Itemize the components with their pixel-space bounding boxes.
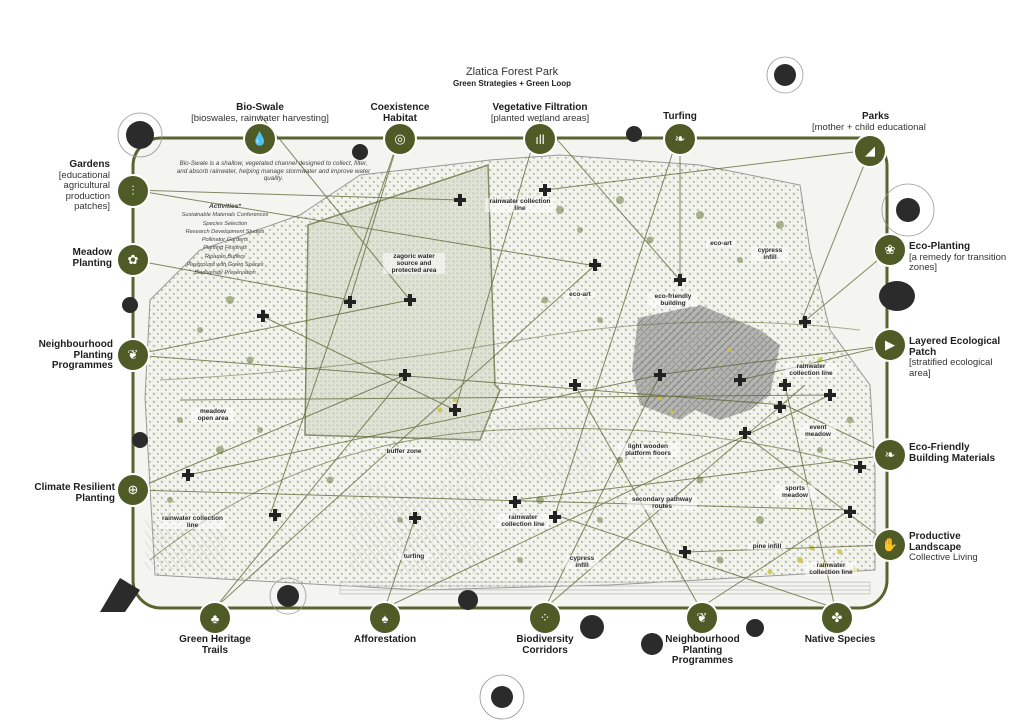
- label-eco-planting: Eco-Planting[a remedy for transition zon…: [909, 241, 1007, 273]
- intervention-marker: [589, 259, 601, 271]
- intervention-marker: [844, 506, 856, 518]
- intervention-marker: [824, 389, 836, 401]
- bioswale-description: Bio-Swale is a shallow, vegetated channe…: [176, 160, 371, 183]
- activity-item: Pollinator Gardens: [201, 237, 249, 244]
- intervention-marker: [674, 274, 686, 286]
- leaf-icon[interactable]: ❧: [665, 124, 695, 154]
- globe-icon[interactable]: ⊕: [118, 475, 148, 505]
- map-label: buffer zone: [386, 448, 422, 455]
- map-label: turfing: [398, 553, 430, 560]
- intervention-marker: [734, 374, 746, 386]
- tree-location-icon[interactable]: ♣: [200, 603, 230, 633]
- triangle-icon[interactable]: ▶: [875, 330, 905, 360]
- intervention-marker: [549, 511, 561, 523]
- map-label: rainwater collection line: [497, 514, 549, 528]
- label-gardens: Gardens[educational agricultural product…: [58, 159, 110, 212]
- activities-heading: Activities*: [209, 203, 241, 210]
- intervention-marker: [739, 427, 751, 439]
- intervention-marker: [449, 404, 461, 416]
- map-label: cypress infill: [752, 247, 788, 261]
- intervention-marker: [539, 184, 551, 196]
- leaf-icon[interactable]: ◢: [855, 136, 885, 166]
- water-drop-icon[interactable]: 💧: [245, 124, 275, 154]
- map-label: rainwater collection line: [485, 198, 555, 212]
- activity-item: Playground with Green Spaces: [186, 262, 264, 269]
- hand-icon[interactable]: ✋: [875, 530, 905, 560]
- map-label: sports meadow: [775, 485, 815, 499]
- intervention-marker: [679, 546, 691, 558]
- intervention-marker: [569, 379, 581, 391]
- intervention-marker: [509, 496, 521, 508]
- map-label: meadow open area: [192, 408, 234, 422]
- interlocking-rings-icon[interactable]: ◎: [385, 124, 415, 154]
- activity-item: Planting Festivals: [203, 245, 247, 252]
- activity-item: Sustainable Materials Conferences: [181, 212, 269, 219]
- intervention-marker: [404, 294, 416, 306]
- hand-leaf-icon[interactable]: ❧: [875, 440, 905, 470]
- intervention-marker: [854, 461, 866, 473]
- label-layered-patch: Layered Ecological Patch[stratified ecol…: [909, 336, 1001, 379]
- road-strip: [339, 581, 871, 595]
- label-vegetative-filtration: Vegetative Filtration[planted wetland ar…: [490, 102, 590, 124]
- page-subtitle: Green Strategies + Green Loop: [452, 79, 572, 88]
- intervention-marker: [774, 401, 786, 413]
- activity-item: Research Development Studies: [185, 228, 265, 235]
- map-label: rainwater collection line: [785, 363, 837, 377]
- plants-icon[interactable]: ⫶: [118, 176, 148, 206]
- flame-tree-icon[interactable]: ♠: [370, 603, 400, 633]
- map-label: light wooden platform floors: [617, 443, 679, 457]
- label-neighbourhood-bottom: Neighbourhood Planting Programmes: [665, 634, 740, 666]
- map-label: eco-art: [706, 240, 736, 247]
- map-label: event meadow: [800, 424, 836, 438]
- hand-seedling-icon[interactable]: ❦: [687, 603, 717, 633]
- map-label: eco-friendly building: [648, 293, 698, 307]
- label-meadow-planting: Meadow Planting: [72, 247, 112, 269]
- intervention-marker: [399, 369, 411, 381]
- intervention-marker: [344, 296, 356, 308]
- label-parks: Parks[mother + child educational: [812, 111, 926, 133]
- map-label: rainwater collection line: [805, 562, 857, 576]
- label-bio-swale: Bio-Swale[bioswales, rainwater harvestin…: [191, 102, 329, 124]
- intervention-marker: [269, 509, 281, 521]
- label-native-species: Native Species: [804, 634, 876, 645]
- intervention-marker: [409, 512, 421, 524]
- map-label: pine infill: [748, 543, 786, 550]
- sprout-icon[interactable]: ❀: [875, 235, 905, 265]
- dots-icon[interactable]: ⁘: [530, 603, 560, 633]
- label-turfing: Turfing: [663, 111, 697, 122]
- map-label: secondary pathway routes: [627, 496, 697, 510]
- leaf-shield-icon[interactable]: ✤: [822, 603, 852, 633]
- activity-item: Biodiversity Preservation: [194, 270, 256, 277]
- label-afforestation: Afforestation: [353, 634, 417, 645]
- hand-seedling-icon[interactable]: ❦: [118, 340, 148, 370]
- page-title: Zlatica Forest Park: [465, 66, 559, 78]
- label-biodiversity: Biodiversity Corridors: [516, 634, 574, 656]
- intervention-marker: [779, 379, 791, 391]
- intervention-marker: [799, 316, 811, 328]
- intervention-marker: [182, 469, 194, 481]
- intervention-marker: [654, 369, 666, 381]
- flower-icon[interactable]: ✿: [118, 245, 148, 275]
- intervention-marker: [257, 310, 269, 322]
- map-label: cypress infill: [565, 555, 599, 569]
- grass-icon[interactable]: ıll: [525, 124, 555, 154]
- people-figures: [100, 64, 920, 708]
- activity-item: Species Selection: [202, 220, 248, 227]
- map-label: zagoric water source and protected area: [383, 253, 445, 274]
- label-coexistence: Coexistence Habitat: [370, 102, 430, 124]
- activities-list: Activities* Sustainable Materials Confer…: [160, 203, 290, 278]
- label-green-heritage: Green Heritage Trails: [179, 634, 251, 656]
- label-neighbourhood-left: Neighbourhood Planting Programmes: [38, 339, 113, 371]
- activity-item: Riparian Buffers: [204, 253, 246, 260]
- label-eco-building: Eco-Friendly Building Materials: [909, 442, 996, 464]
- label-climate-resilient: Climate Resilient Planting: [34, 482, 115, 504]
- intervention-marker: [454, 194, 466, 206]
- map-label: rainwater collection line: [160, 515, 225, 529]
- map-label: eco-art: [565, 291, 595, 298]
